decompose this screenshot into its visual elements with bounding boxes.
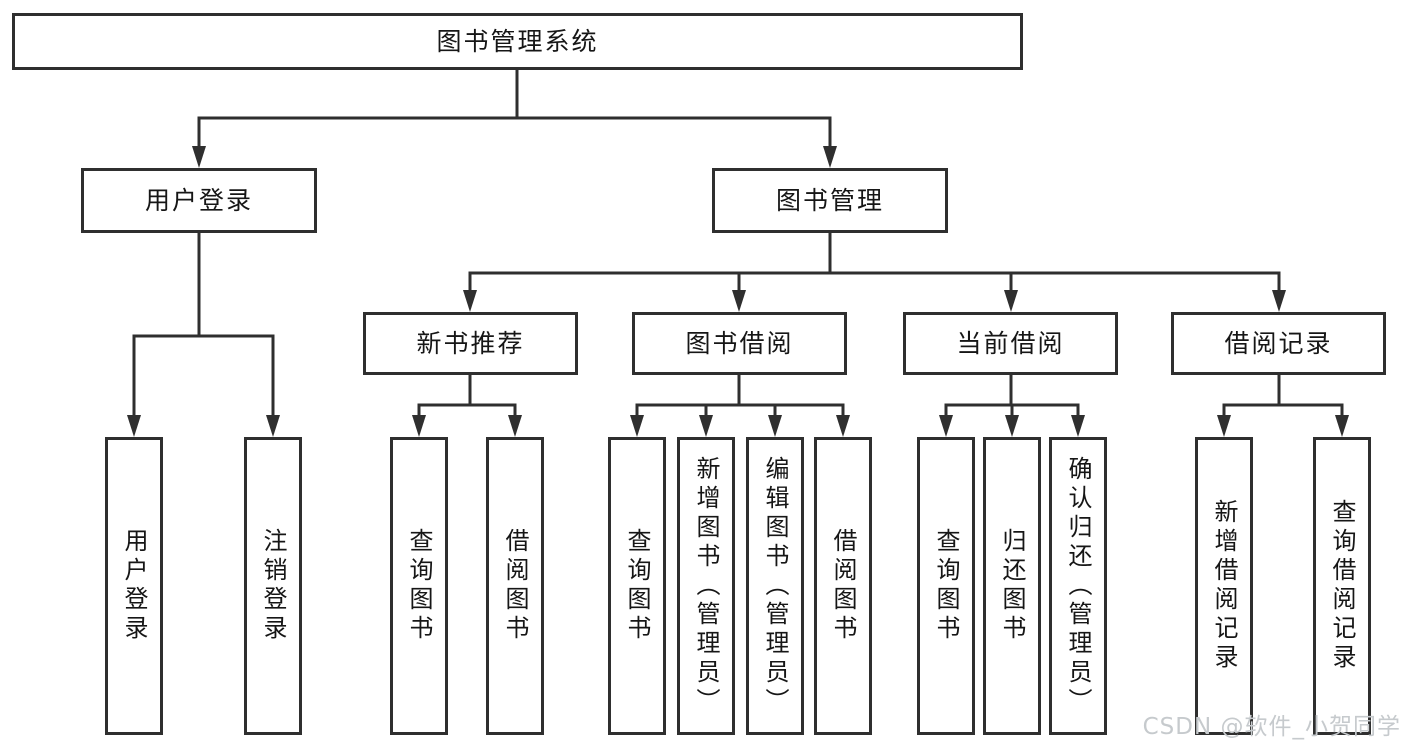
leaf-add-borrow-record: 新增借阅记录 (1195, 437, 1253, 735)
node-borrowing-records: 借阅记录 (1171, 312, 1386, 375)
node-root-system: 图书管理系统 (12, 13, 1023, 70)
leaf-return-books: 归还图书 (983, 437, 1041, 735)
leaf-query-books-recommend: 查询图书 (390, 437, 448, 735)
node-book-management-branch: 图书管理 (712, 168, 948, 233)
node-user-login-branch: 用户登录 (81, 168, 317, 233)
leaf-add-books-admin: 新增图书（管理员） (677, 437, 735, 735)
leaf-query-books-borrowing: 查询图书 (608, 437, 666, 735)
node-book-borrowing: 图书借阅 (632, 312, 847, 375)
leaf-query-books-current: 查询图书 (917, 437, 975, 735)
leaf-user-login: 用户登录 (105, 437, 163, 735)
leaf-borrow-books-borrowing: 借阅图书 (814, 437, 872, 735)
node-new-book-recommendation: 新书推荐 (363, 312, 578, 375)
leaf-borrow-books-recommend: 借阅图书 (486, 437, 544, 735)
arrowheads (127, 146, 1349, 437)
leaf-query-borrow-record: 查询借阅记录 (1313, 437, 1371, 735)
leaf-confirm-return-admin: 确认归还（管理员） (1049, 437, 1107, 735)
node-current-borrowing: 当前借阅 (903, 312, 1118, 375)
leaf-logout: 注销登录 (244, 437, 302, 735)
leaf-edit-books-admin: 编辑图书（管理员） (746, 437, 804, 735)
